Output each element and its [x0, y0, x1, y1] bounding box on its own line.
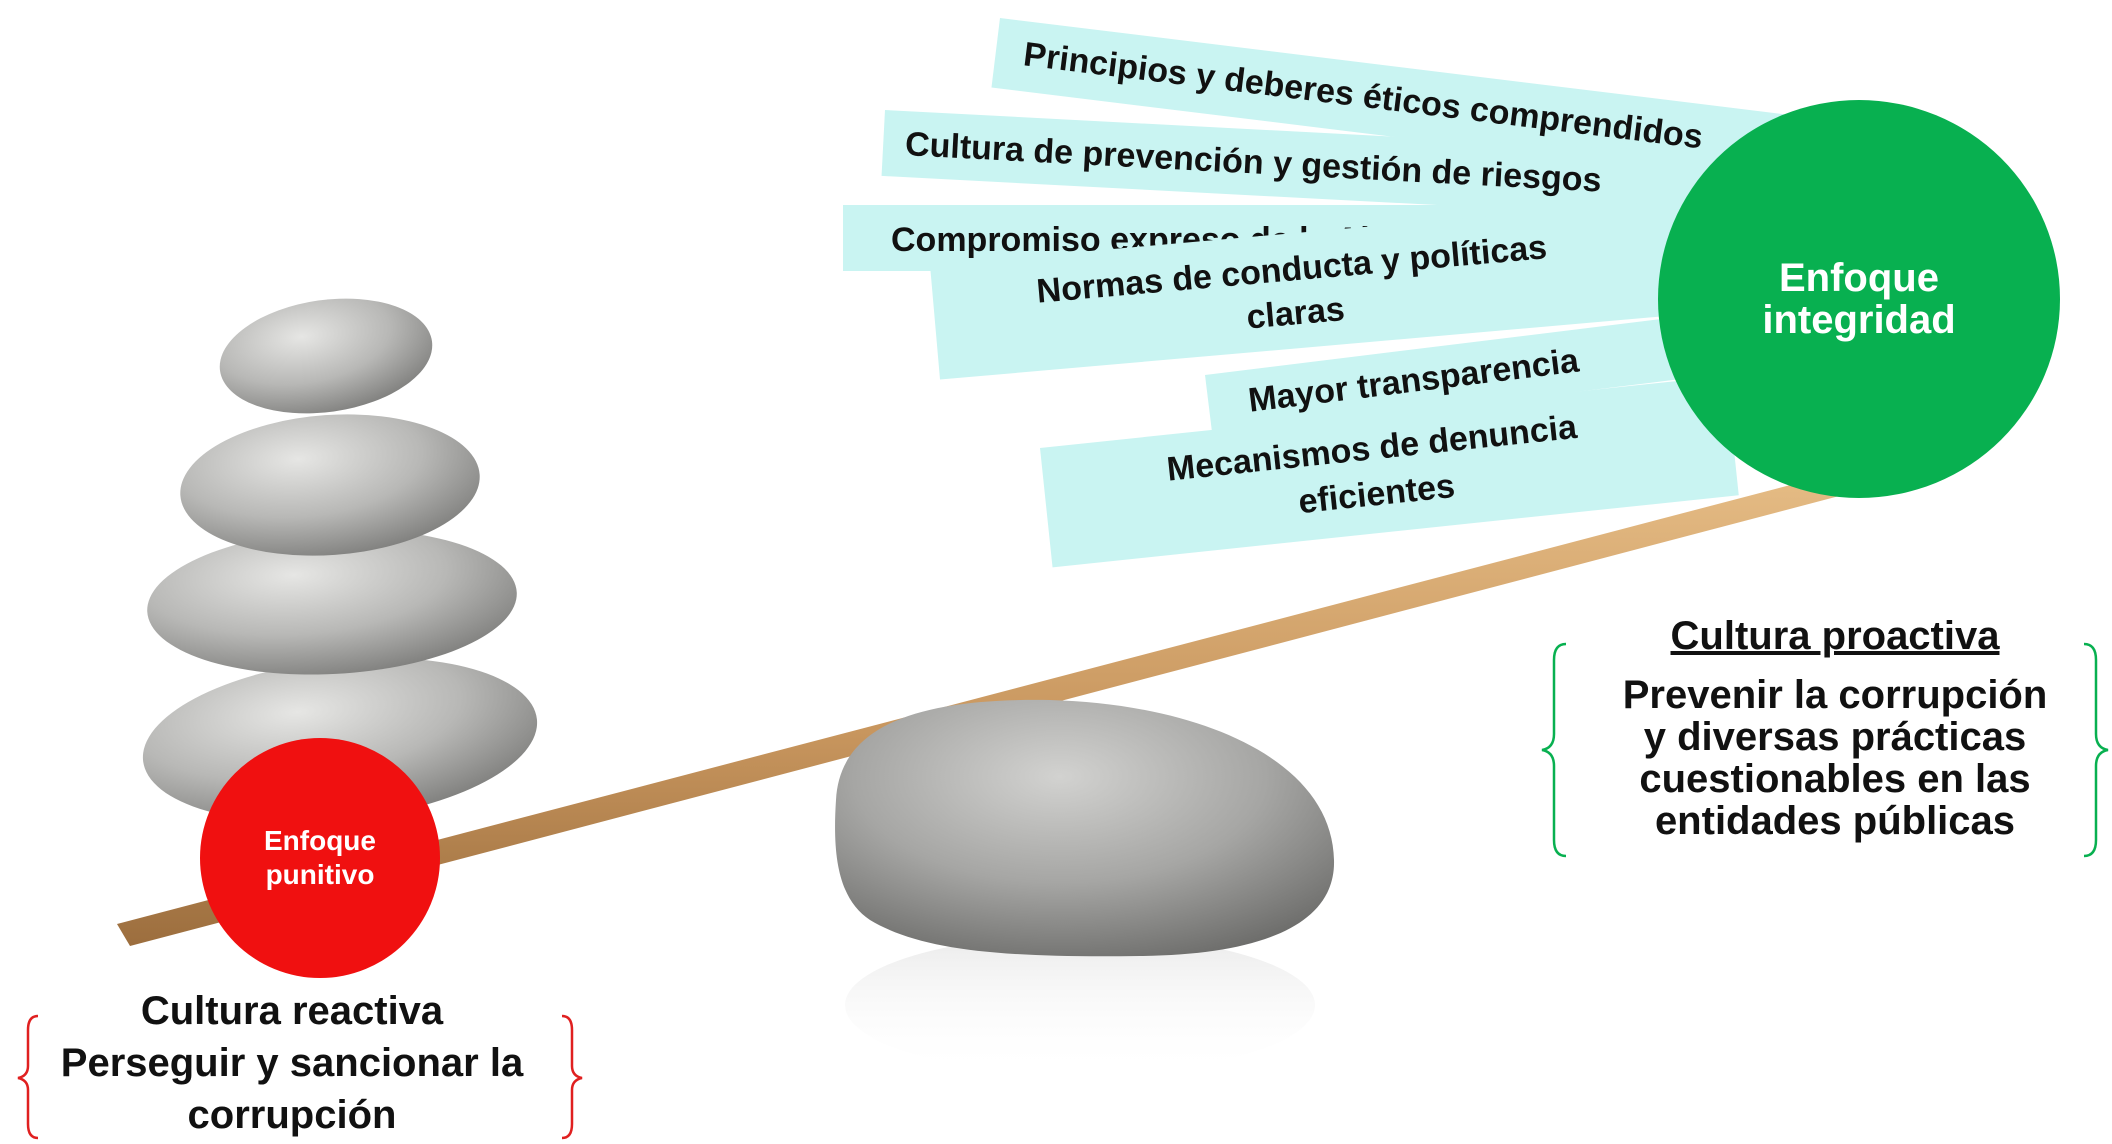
- proactive-left-brace: [1541, 642, 1567, 858]
- reactive-left-brace: [17, 1014, 39, 1140]
- proactive-right-brace: [2083, 642, 2109, 858]
- reactive-title: Cultura reactiva: [140, 989, 444, 1033]
- proactive-caption: Cultura proactiva Prevenir la corrupción…: [1570, 612, 2100, 842]
- integrity-circle: Enfoque integridad: [1658, 100, 2060, 498]
- punitive-line1: Enfoque: [264, 825, 376, 856]
- stone-reflection: [845, 935, 1315, 1075]
- proactive-line3: cuestionables en las: [1639, 757, 2031, 801]
- integrity-line2: integridad: [1762, 298, 1956, 342]
- proactive-line1: Prevenir la corrupción: [1622, 673, 2048, 717]
- reactive-line2: corrupción: [187, 1093, 397, 1137]
- proactive-line2: y diversas prácticas: [1643, 715, 2027, 759]
- punitive-circle: Enfoque punitivo: [200, 738, 440, 978]
- stone-stack-top: [219, 298, 433, 414]
- reactive-line1: Perseguir y sancionar la: [60, 1041, 524, 1085]
- proactive-title: Cultura proactiva: [1670, 614, 2000, 658]
- punitive-line2: punitivo: [265, 859, 375, 890]
- fulcrum-stone: [835, 699, 1335, 957]
- integrity-line1: Enfoque: [1779, 256, 1939, 300]
- proactive-line4: entidades públicas: [1654, 799, 2016, 843]
- reactive-right-brace: [561, 1014, 583, 1140]
- stone-stack-third: [147, 529, 517, 675]
- reactive-caption: Cultura reactiva Perseguir y sancionar l…: [22, 986, 562, 1140]
- stone-stack-second: [180, 414, 480, 556]
